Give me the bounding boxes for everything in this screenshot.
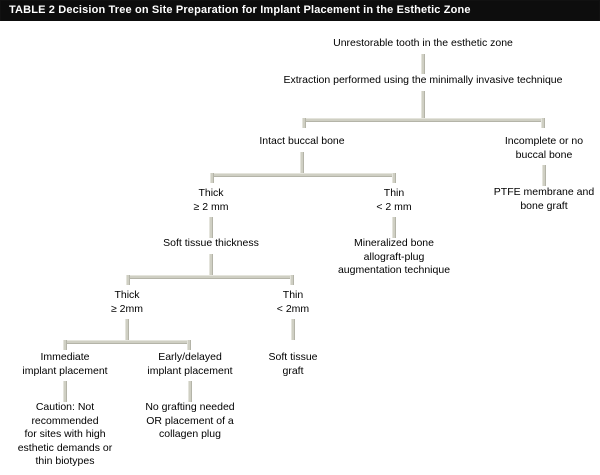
node-incomplete-or-no-buccal-bone: Incomplete or no buccal bone <box>504 135 584 161</box>
node-early-delayed-implant-placement: Early/delayed implant placement <box>147 351 233 377</box>
node-soft-tissue-thickness: Soft tissue thickness <box>163 237 259 249</box>
connector-intact-down <box>300 152 304 175</box>
connector-stub-right-level6 <box>187 340 191 350</box>
connector-stub-right-level5 <box>290 275 294 285</box>
connector-root-to-extraction <box>421 54 425 74</box>
connector-split-bar-level5 <box>126 275 294 279</box>
decision-tree-canvas: Unrestorable tooth in the esthetic zone … <box>0 21 600 475</box>
connector-split-bar-level2 <box>302 118 545 122</box>
connector-stub-right-level3 <box>392 173 396 183</box>
connector-stub-left-level2 <box>302 118 306 128</box>
connector-split-bar-level6 <box>63 340 191 344</box>
connector-thin-tissue-to-graft <box>291 319 295 340</box>
node-extraction-performed: Extraction performed using the minimally… <box>283 74 563 86</box>
node-thick-2mm-tissue: Thick ≥ 2mm <box>110 289 143 315</box>
connector-early-to-no-grafting <box>188 381 192 402</box>
node-caution-not-recommended: Caution: Not recommended for sites with … <box>17 401 113 467</box>
connector-extraction-down <box>421 91 425 120</box>
node-thin-2mm-tissue: Thin < 2mm <box>276 289 310 315</box>
connector-thin-to-mineralized <box>392 217 396 238</box>
node-thick-2mm-bone: Thick ≥ 2 mm <box>193 187 229 213</box>
connector-thick-to-soft-tissue <box>209 217 213 238</box>
connector-incomplete-to-ptfe <box>542 165 546 186</box>
connector-soft-tissue-down <box>209 254 213 277</box>
table-header-title: TABLE 2 Decision Tree on Site Preparatio… <box>9 4 471 16</box>
node-immediate-implant-placement: Immediate implant placement <box>22 351 108 377</box>
node-thin-2mm-bone: Thin < 2 mm <box>376 187 412 213</box>
connector-stub-left-level6 <box>63 340 67 350</box>
connector-stub-left-level5 <box>126 275 130 285</box>
node-intact-buccal-bone: Intact buccal bone <box>259 135 345 147</box>
node-mineralized-bone-allograft: Mineralized bone allograft-plug augmenta… <box>337 237 451 276</box>
node-ptfe-membrane-bone-graft: PTFE membrane and bone graft <box>493 186 595 212</box>
connector-immediate-to-caution <box>63 381 67 402</box>
node-soft-tissue-graft: Soft tissue graft <box>268 351 318 377</box>
node-no-grafting-needed: No grafting needed OR placement of a col… <box>145 401 235 440</box>
connector-stub-right-level2 <box>541 118 545 128</box>
table-header-bar: TABLE 2 Decision Tree on Site Preparatio… <box>0 0 600 21</box>
connector-stub-left-level3 <box>210 173 214 183</box>
connector-split-bar-level3 <box>210 173 396 177</box>
node-unrestorable-tooth: Unrestorable tooth in the esthetic zone <box>333 37 513 49</box>
connector-thick-tissue-down <box>125 319 129 342</box>
